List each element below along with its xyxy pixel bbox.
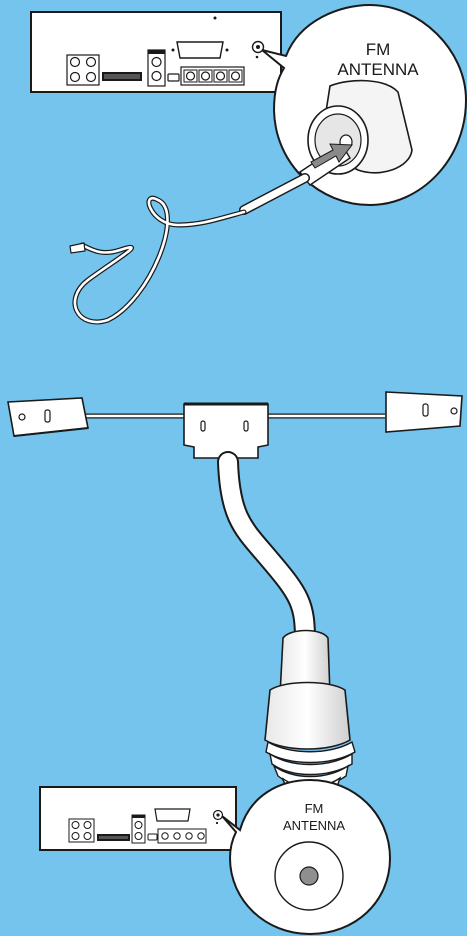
antenna-socket-closeup-icon (274, 841, 344, 911)
coax-cable-icon (217, 451, 316, 651)
subwoofer-terminal-icon (131, 814, 146, 844)
receiver-top (30, 11, 282, 93)
scart-port-icon (154, 808, 191, 822)
t-dipole-antenna-icon (7, 391, 463, 461)
callout-bottom: FM ANTENNA (221, 778, 392, 936)
hdmi-port-icon (147, 833, 158, 841)
rca-jack-row-icon (157, 828, 207, 844)
rca-jack-row-icon (180, 66, 245, 86)
speaker-terminal-block-icon (68, 818, 95, 843)
callout-bottom-label-line1: FM (305, 801, 324, 816)
callout-top: FM ANTENNA (261, 3, 467, 207)
control-cable-connector-icon (97, 834, 130, 841)
fm-antenna-socket-icon (212, 809, 224, 825)
speaker-terminal-block-icon (66, 54, 100, 86)
insert-arrow-icon (310, 143, 353, 169)
callout-top-label-line1: FM (366, 40, 391, 59)
receiver-bottom (39, 786, 237, 851)
fm-antenna-socket-icon (251, 40, 265, 59)
control-cable-connector-icon (102, 72, 142, 81)
wire-antenna-cable-icon (69, 173, 310, 325)
callout-bottom-label-line2: ANTENNA (283, 818, 345, 833)
callout-top-label-line2: ANTENNA (337, 60, 419, 79)
hdmi-port-icon (167, 73, 180, 82)
scart-port-icon (171, 41, 229, 59)
subwoofer-terminal-icon (147, 49, 166, 87)
